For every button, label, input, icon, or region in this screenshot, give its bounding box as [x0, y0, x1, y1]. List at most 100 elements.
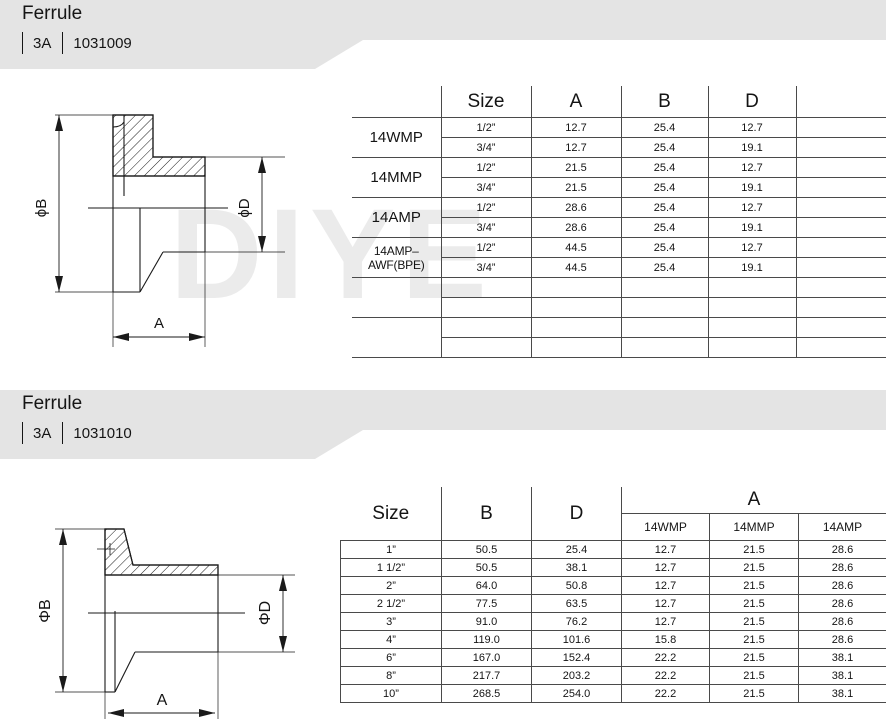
cell-a-14wmp: 12.7	[622, 613, 710, 631]
group-label-cell	[352, 278, 441, 318]
product-code-1: 1031009	[73, 35, 131, 52]
cell-extra	[796, 198, 886, 218]
cell-size: 4”	[341, 631, 442, 649]
cell-a-14amp: 28.6	[799, 595, 886, 613]
cell-a: 28.6	[531, 198, 621, 218]
cell-size	[441, 318, 531, 338]
cell-size: 10”	[341, 685, 442, 703]
cell-extra	[796, 158, 886, 178]
flange-section-hatch-1	[113, 115, 205, 176]
table-row: 6” 167.0 152.4 22.2 21.5 38.1	[341, 649, 886, 667]
cell-a	[531, 318, 621, 338]
table-row: 14AMP 1/2” 28.6 25.4 12.7	[352, 198, 886, 218]
product-section-2: Ferrule 3A 1031010	[0, 390, 886, 462]
group-label-cell: 14AMP–AWF(BPE)	[352, 238, 441, 278]
cell-b: 25.4	[621, 218, 708, 238]
table-row: 14MMP 1/2” 21.5 25.4 12.7	[352, 158, 886, 178]
cell-extra	[796, 118, 886, 138]
cell-a-14mmp: 21.5	[710, 649, 799, 667]
page-title-1: Ferrule	[22, 1, 82, 27]
cell-extra	[796, 138, 886, 158]
cell-extra	[796, 218, 886, 238]
table-row: 2 1/2” 77.5 63.5 12.7 21.5 28.6	[341, 595, 886, 613]
cell-a-14wmp: 22.2	[622, 667, 710, 685]
cell-size: 1/2”	[441, 118, 531, 138]
cell-b: 77.5	[442, 595, 532, 613]
cell-size: 1/2”	[441, 238, 531, 258]
cell-a: 21.5	[531, 178, 621, 198]
dim-label-phi-d-1: ϕD	[236, 198, 253, 217]
cell-extra	[796, 278, 886, 298]
cell-a-14mmp: 21.5	[710, 631, 799, 649]
cell-a-14mmp: 21.5	[710, 685, 799, 703]
cell-size: 3/4”	[441, 258, 531, 278]
cell-a-14wmp: 22.2	[622, 685, 710, 703]
cell-d: 19.1	[708, 218, 796, 238]
cell-b: 167.0	[442, 649, 532, 667]
cell-b: 64.0	[442, 577, 532, 595]
cell-b: 25.4	[621, 238, 708, 258]
cell-b	[621, 338, 708, 358]
header-cell-size: Size	[441, 86, 531, 118]
cell-a-14amp: 28.6	[799, 559, 886, 577]
flange-section-hatch-2	[105, 529, 218, 575]
cell-a: 44.5	[531, 238, 621, 258]
meta-divider-icon	[62, 422, 63, 444]
section-meta-1: 3A 1031009	[22, 30, 132, 56]
spec-table-2: Size B D A 14WMP 14MMP 14AMP 1” 50.5 25.…	[340, 487, 886, 703]
cell-size: 3/4”	[441, 178, 531, 198]
header-cell-a-14mmp: 14MMP	[710, 514, 799, 541]
standard-label-2: 3A	[33, 425, 51, 442]
cell-a-14wmp: 12.7	[622, 541, 710, 559]
cell-a-14amp: 38.1	[799, 685, 886, 703]
cell-a: 12.7	[531, 138, 621, 158]
cell-size: 1/2”	[441, 198, 531, 218]
cell-d	[708, 338, 796, 358]
cell-b: 268.5	[442, 685, 532, 703]
cell-size: 1/2”	[441, 158, 531, 178]
group-label-cell: 14AMP	[352, 198, 441, 238]
cell-d	[708, 278, 796, 298]
header-cell-a-14amp: 14AMP	[799, 514, 886, 541]
cell-size: 1 1/2”	[341, 559, 442, 577]
header-cell-a-14wmp: 14WMP	[622, 514, 710, 541]
section-header-band-2: Ferrule 3A 1031010	[0, 390, 886, 462]
cell-a: 44.5	[531, 258, 621, 278]
spec-table-1: Size A B D 14WMP 1/2” 12.7 25.4 12.7 3/4…	[352, 86, 886, 358]
ferrule-cross-section-svg-1: ϕB ϕD A	[0, 92, 330, 367]
header-cell-blank-left	[352, 86, 441, 118]
table-row: 14WMP 1/2” 12.7 25.4 12.7	[352, 118, 886, 138]
cell-a-14mmp: 21.5	[710, 541, 799, 559]
cell-d: 12.7	[708, 118, 796, 138]
cell-d: 12.7	[708, 198, 796, 218]
cell-extra	[796, 238, 886, 258]
cell-size	[441, 298, 531, 318]
cell-b: 25.4	[621, 258, 708, 278]
section-meta-2: 3A 1031010	[22, 420, 132, 446]
cell-b: 25.4	[621, 138, 708, 158]
header-cell-size: Size	[341, 487, 442, 541]
table-header-row-top-2: Size B D A	[341, 487, 886, 514]
meta-divider-icon	[22, 422, 23, 444]
cell-b	[621, 298, 708, 318]
table-header-row-1: Size A B D	[352, 86, 886, 118]
meta-divider-icon	[22, 32, 23, 54]
cell-a-14amp: 28.6	[799, 631, 886, 649]
cell-d: 152.4	[532, 649, 622, 667]
cell-a-14wmp: 15.8	[622, 631, 710, 649]
cell-size	[441, 278, 531, 298]
dim-label-phi-d-2: ΦD	[257, 601, 274, 625]
cell-a-14amp: 38.1	[799, 649, 886, 667]
cell-size: 2 1/2”	[341, 595, 442, 613]
cell-size: 6”	[341, 649, 442, 667]
table-row	[352, 278, 886, 298]
group-label-cell: 14MMP	[352, 158, 441, 198]
cell-a-14mmp: 21.5	[710, 577, 799, 595]
dim-label-a-1: A	[154, 315, 164, 332]
cell-a-14amp: 28.6	[799, 577, 886, 595]
cell-d	[708, 298, 796, 318]
cell-a: 28.6	[531, 218, 621, 238]
cell-d	[708, 318, 796, 338]
cell-a-14mmp: 21.5	[710, 595, 799, 613]
cell-d: 19.1	[708, 178, 796, 198]
